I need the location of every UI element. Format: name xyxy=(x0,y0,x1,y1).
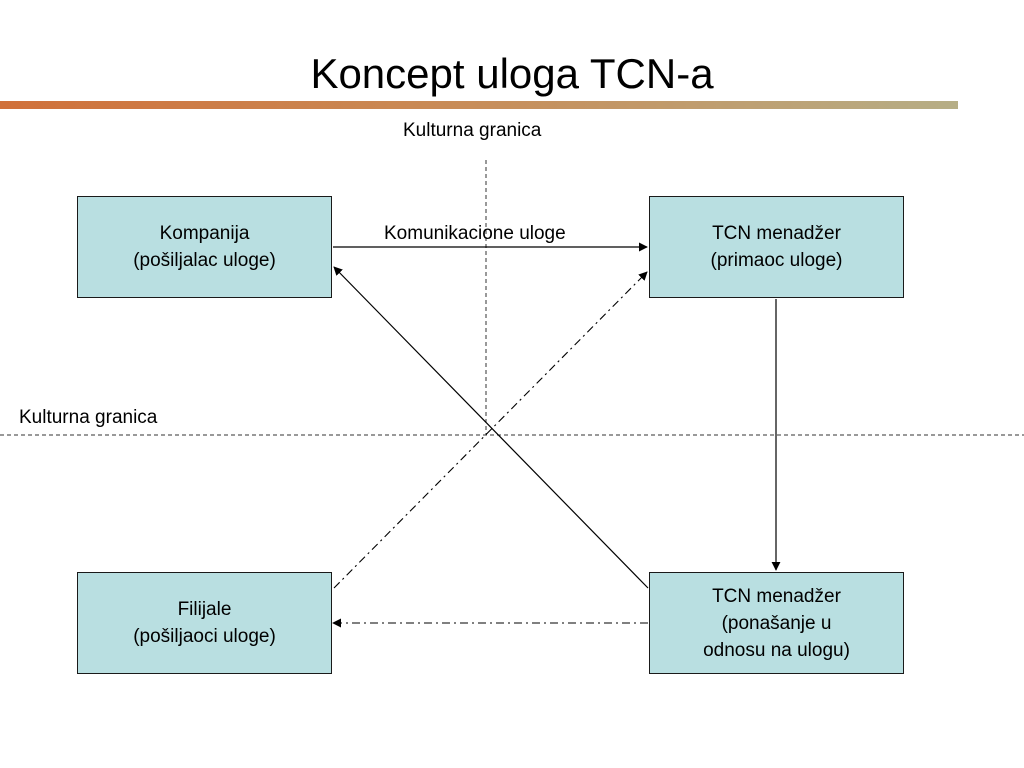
node-tcn-ponasanje: TCN menadžer (ponašanje u odnosu na ulog… xyxy=(649,572,904,674)
node-tcn-ponasanje-line3: odnosu na ulogu) xyxy=(703,639,850,661)
node-filijale: Filijale (pošiljaoci uloge) xyxy=(77,572,332,674)
node-kompanija-line1: Kompanija xyxy=(159,223,250,244)
node-tcn-ponasanje-line2: (ponašanje u xyxy=(721,612,832,634)
cultural-border-vertical-label: Kulturna granica xyxy=(403,120,542,141)
node-filijale-line2: (pošiljaoci uloge) xyxy=(133,626,276,647)
node-tcn-primaoc-line2: (primaoc uloge) xyxy=(710,250,843,271)
title-underline-bar xyxy=(0,101,958,109)
node-filijale-line1: Filijale xyxy=(177,599,232,620)
arrow-tcn-ponasanje-to-kompanija xyxy=(333,266,649,589)
arrow-filijale-to-tcn-primaoc xyxy=(333,271,648,589)
cultural-border-horizontal-label: Kulturna granica xyxy=(19,407,158,428)
page-title: Koncept uloga TCN-a xyxy=(310,50,714,97)
communication-roles-label: Komunikacione uloge xyxy=(384,223,566,244)
node-tcn-ponasanje-line1: TCN menadžer xyxy=(712,585,841,607)
node-kompanija: Kompanija (pošiljalac uloge) xyxy=(77,196,332,298)
node-kompanija-line2: (pošiljalac uloge) xyxy=(133,250,276,271)
node-tcn-primaoc: TCN menadžer (primaoc uloge) xyxy=(649,196,904,298)
node-tcn-primaoc-line1: TCN menadžer xyxy=(712,223,841,244)
